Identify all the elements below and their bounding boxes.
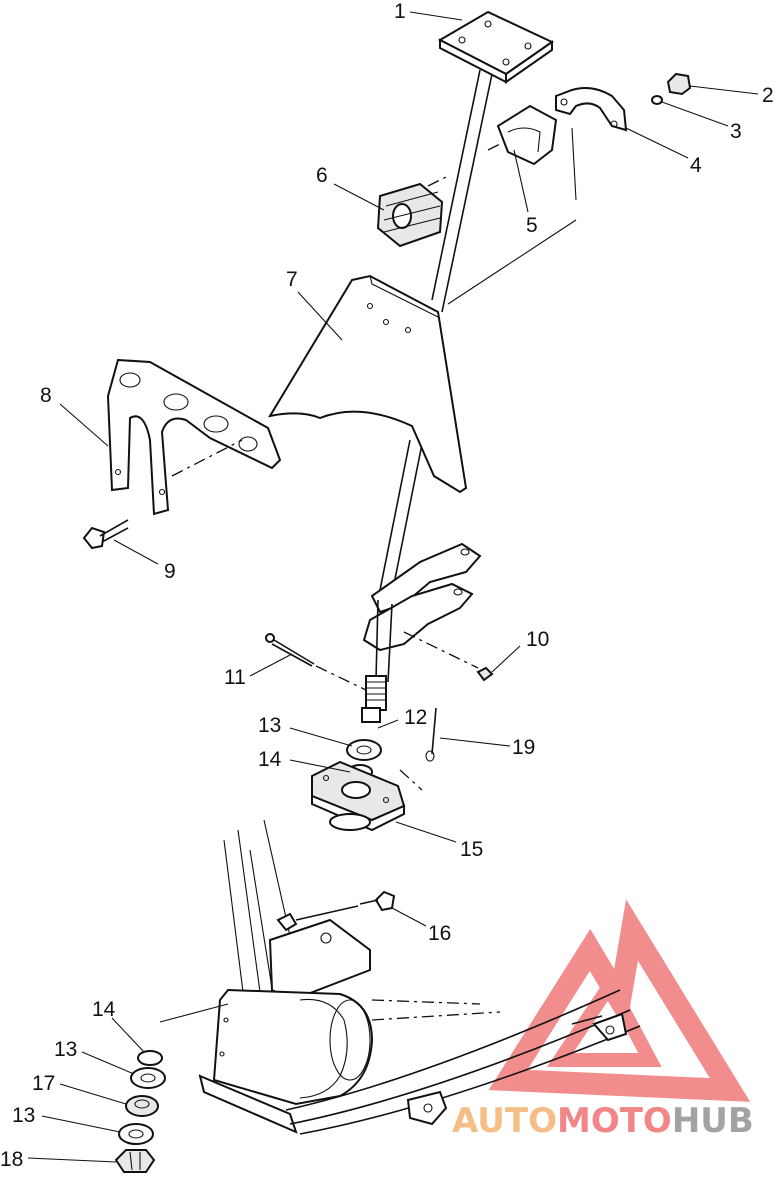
callout-5: 5 [526,214,538,237]
callout-1: 1 [394,0,406,23]
callout-16: 16 [428,922,451,945]
part-10-screw [476,666,494,682]
callout-13-lower-a: 13 [54,1038,77,1061]
frame-body [159,819,641,1135]
wordmark-hub: HUB [672,1101,754,1141]
callout-14-lower: 14 [92,998,116,1021]
callout-11: 11 [224,666,246,689]
callout-18: 18 [0,1148,23,1171]
wordmark-auto: AUTO [452,1101,557,1141]
part-6-block [376,182,444,248]
callout-6: 6 [316,164,328,187]
automotohub-logo [488,899,751,1102]
part-18-castle-nut [114,1149,156,1173]
callout-4: 4 [690,154,702,177]
wordmark-moto: MOTO [557,1101,672,1141]
callout-13-lower-b: 13 [12,1104,35,1127]
part-17-nut [125,1095,159,1117]
callout-15: 15 [460,838,483,861]
callout-13-upper: 13 [258,714,281,737]
part-15-bearing-block [311,760,406,832]
callout-2: 2 [762,84,774,107]
part-11-pin [265,633,315,667]
part-3-washer [651,95,663,105]
part-1-steering-post [377,10,554,605]
callout-17: 17 [32,1072,55,1095]
console-panel [267,274,468,494]
part-5-bushing [496,104,558,166]
part-4-clamp [555,87,628,132]
callout-12: 12 [404,706,427,729]
part-2-nut [666,72,692,96]
part-9-bolt [82,519,129,550]
part-13-upper-washer [346,739,382,761]
callout-10: 10 [526,628,549,651]
callout-7: 7 [286,268,298,291]
steering-arms [362,542,482,683]
part-13-lower-washer-a [130,1067,166,1089]
callout-9: 9 [164,560,176,583]
part-14-lower-ring [137,1050,163,1066]
callout-19: 19 [512,736,535,759]
part-13-lower-washer-b [118,1123,154,1145]
automotohub-wordmark: AUTOMOTOHUB [452,1101,754,1141]
callout-8: 8 [40,384,52,407]
spline-shaft [361,675,387,723]
leader-lines [27,11,759,1163]
svg-text:AUTOMOTOHUB: AUTOMOTOHUB [452,1101,754,1141]
callout-3: 3 [730,120,742,143]
part-16-bolt [359,890,396,912]
part-19-cotter [425,707,437,762]
callout-14-upper: 14 [258,748,282,771]
part-8-bracket [106,358,282,516]
